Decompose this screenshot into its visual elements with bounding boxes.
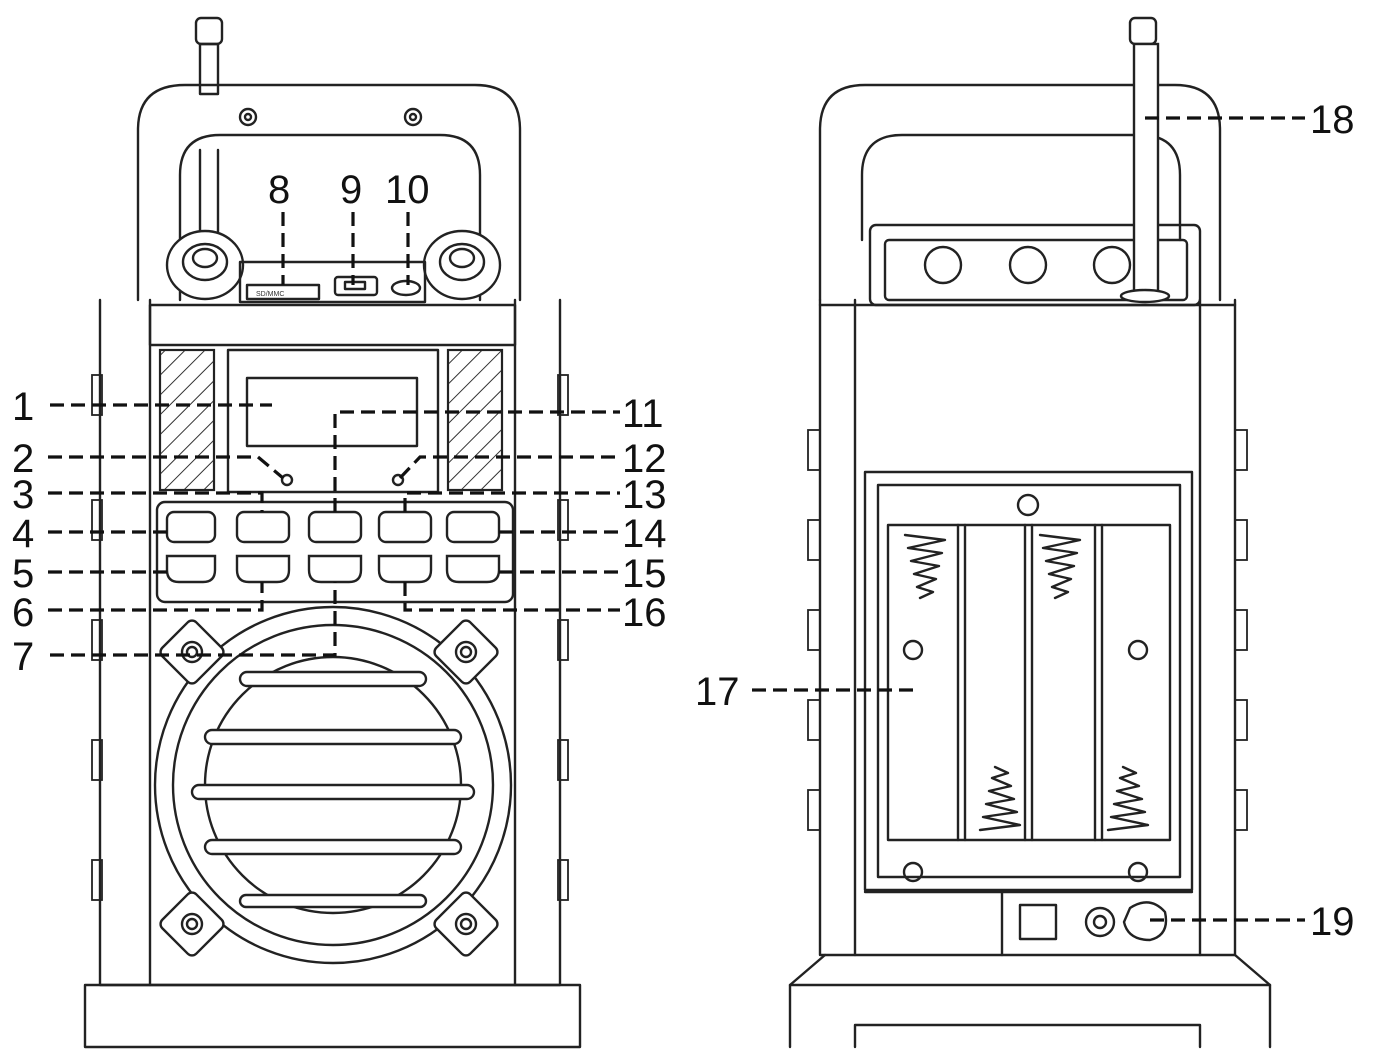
back-antenna: [1119, 16, 1171, 304]
button-5[interactable]: [165, 554, 217, 584]
front-leader-lines: [48, 212, 620, 657]
callout-7: 7: [12, 635, 34, 679]
indicator-led-right: [391, 473, 405, 487]
button-11[interactable]: [307, 510, 363, 544]
button-16[interactable]: [377, 554, 433, 584]
callout-6: 6: [12, 591, 34, 635]
volume-knob[interactable]: [165, 229, 245, 301]
callout-15: 15: [622, 552, 667, 596]
button-14[interactable]: [445, 510, 501, 544]
dc-jack-cover[interactable]: [1122, 901, 1168, 942]
back-bottom-panel: [863, 890, 1194, 957]
callout-8: 8: [268, 168, 290, 212]
speaker-grille: [153, 605, 513, 965]
back-leader-lines: [752, 116, 1305, 922]
callout-19: 19: [1310, 900, 1355, 944]
back-handle: [818, 83, 1222, 302]
sd-card-slot-label: SD/MMC: [256, 291, 284, 298]
front-hatch-panels: [158, 348, 504, 492]
speaker-screws: [159, 619, 499, 957]
front-view: SD/MMC: [48, 16, 620, 1049]
callout-14: 14: [622, 512, 667, 556]
callout-1: 1: [12, 385, 34, 429]
callout-12: 12: [622, 437, 667, 481]
power-switch[interactable]: [1018, 903, 1058, 941]
callout-2: 2: [12, 437, 34, 481]
back-view: [752, 16, 1305, 1049]
callout-13: 13: [622, 473, 667, 517]
callout-9: 9: [340, 168, 362, 212]
battery-springs: [903, 533, 1150, 832]
battery-compartment: [863, 470, 1194, 892]
callout-labels: 1 2 3 4 5 6 7 8 9 10 11 12 13 14 15 16 1…: [12, 98, 1355, 944]
front-body: [83, 298, 582, 1049]
back-side-tabs: [807, 429, 1248, 831]
aux-in-jack[interactable]: [390, 279, 422, 297]
button-4[interactable]: [165, 510, 217, 544]
callout-5: 5: [12, 552, 34, 596]
usb-port[interactable]: [333, 275, 379, 297]
button-7[interactable]: [307, 554, 363, 584]
dc-in-jack[interactable]: [1084, 906, 1116, 938]
button-13[interactable]: [377, 510, 433, 544]
callout-16: 16: [622, 591, 667, 635]
tuning-knob[interactable]: [422, 229, 502, 301]
callout-10: 10: [385, 168, 430, 212]
button-15[interactable]: [445, 554, 501, 584]
callout-11: 11: [622, 392, 664, 436]
front-handle: [136, 83, 522, 302]
callout-3: 3: [12, 473, 34, 517]
button-panel: [155, 500, 515, 604]
callout-17: 17: [695, 670, 740, 714]
front-side-tabs: [91, 374, 569, 901]
button-6[interactable]: [235, 554, 291, 584]
callout-4: 4: [12, 512, 34, 556]
port-panel: SD/MMC: [238, 260, 427, 304]
button-3[interactable]: [235, 510, 291, 544]
callout-18: 18: [1310, 98, 1355, 142]
indicator-led-left: [280, 473, 294, 487]
back-body: [788, 298, 1272, 1049]
